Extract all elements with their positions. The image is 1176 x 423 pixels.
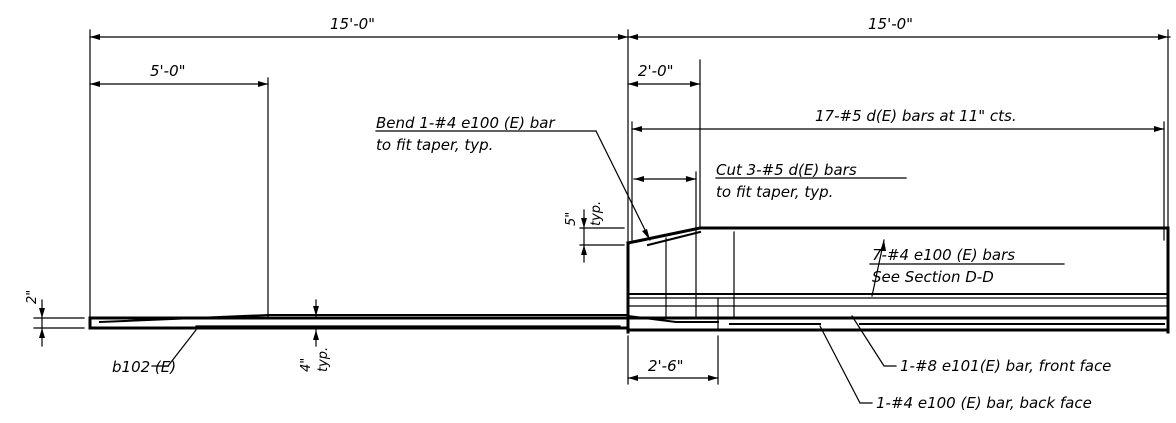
splice-start-dimension: [627, 59, 701, 229]
cut-bars-dimension: [633, 171, 697, 233]
front-face-leader: [851, 315, 897, 367]
thickness-left-dimension: [313, 299, 319, 347]
thin-section-outline: [88, 313, 630, 330]
thickness-top-label: 2": [25, 290, 40, 304]
back-face-note: 1-#4 e100 (E) bar, back face: [876, 394, 1092, 412]
taper-end-dimension-label: 2'-6": [648, 357, 684, 375]
bend-note-line2: to fit taper, typ.: [376, 136, 493, 154]
front-face-note: 1-#8 e101(E) bar, front face: [900, 357, 1111, 375]
bars-17-note: 17-#5 d(E) bars at 11" cts.: [815, 107, 1017, 125]
taper-end-dimension: [627, 335, 719, 385]
bottom-bars: [626, 314, 1170, 332]
taper-height-value: 5": [564, 212, 579, 226]
thickness-left-value: 4": [299, 358, 314, 372]
bars-7-note-line2: See Section D-D: [872, 268, 994, 286]
thickness-top-dimension: [33, 299, 85, 347]
top-right-span-label: 15'-0": [868, 15, 913, 33]
back-face-leader: [819, 325, 873, 404]
bars-7-note-line1: 7-#4 e100 (E) bars: [872, 246, 1015, 264]
thickness-left-note: typ.: [316, 347, 331, 372]
left-inner-dimension: [89, 77, 269, 317]
left-inner-dimension-label: 5'-0": [150, 62, 186, 80]
taper-height-note: typ.: [589, 201, 604, 226]
bend-note-leader: [595, 130, 651, 241]
splice-start-dimension-label: 2'-0": [638, 62, 674, 80]
taper-height-dimension: [579, 209, 625, 263]
bars-17-dimension: [631, 121, 1165, 241]
cut-note-line2: to fit taper, typ.: [716, 183, 833, 201]
b102-note: b102 (E): [112, 358, 176, 376]
top-left-span-label: 15'-0": [330, 15, 375, 33]
bend-note-line1: Bend 1-#4 e100 (E) bar: [376, 114, 555, 132]
b102-leader: [151, 329, 197, 367]
top-dimension-line: [89, 29, 1171, 319]
cut-note-line1: Cut 3-#5 d(E) bars: [716, 161, 857, 179]
